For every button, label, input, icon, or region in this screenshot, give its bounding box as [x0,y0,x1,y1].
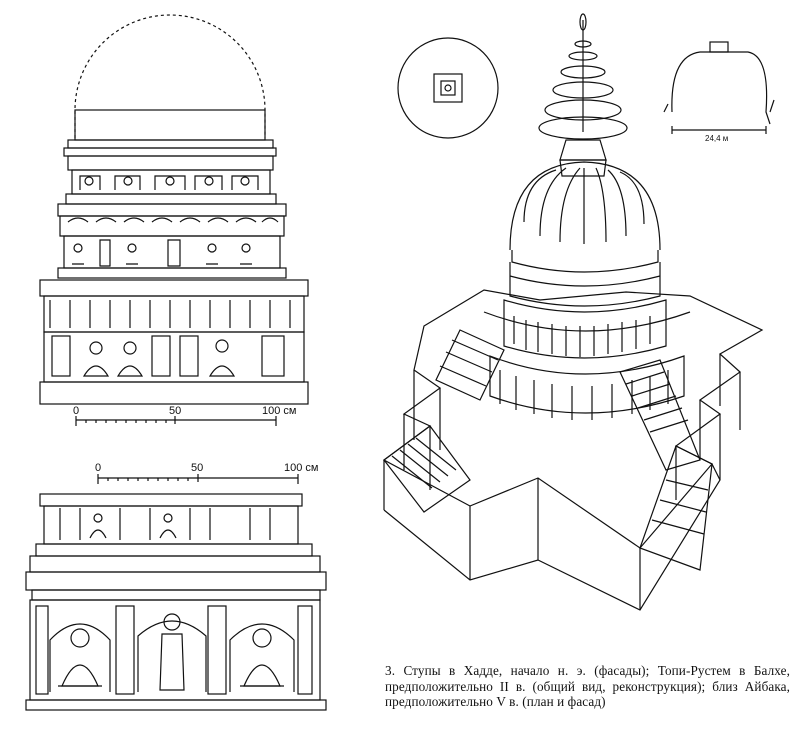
scale-top-tick-50: 50 [169,405,182,417]
tier2-niches [72,239,252,267]
hadda-facade-bottom [25,474,327,711]
buddha-figures [58,613,284,691]
tier1-niches [79,175,259,190]
stairs [383,329,713,571]
pilasters [35,605,313,695]
scale-bottom-tick-0: 0 [95,462,102,474]
scale-bar-top [75,416,277,426]
scale-bar-bottom [97,474,299,484]
plan-dimension-label: 24,4 м [705,134,729,143]
topi-rustam-reconstruction [382,13,764,611]
seated-buddhas-top [82,339,236,377]
scale-top-tick-100: 100 см [262,405,297,417]
arched-niches [49,620,295,692]
aibak-facade [663,41,775,134]
figure-caption: 3. Ступы в Хадде, начало н. э. (фасады);… [385,663,790,710]
base-columns [51,335,285,377]
scale-bottom-tick-100: 100 см [284,462,319,474]
scale-top-tick-0: 0 [73,405,80,417]
hadda-facade-top [39,14,309,405]
aibak-plan [397,37,499,139]
scale-bottom-tick-50: 50 [191,462,204,474]
